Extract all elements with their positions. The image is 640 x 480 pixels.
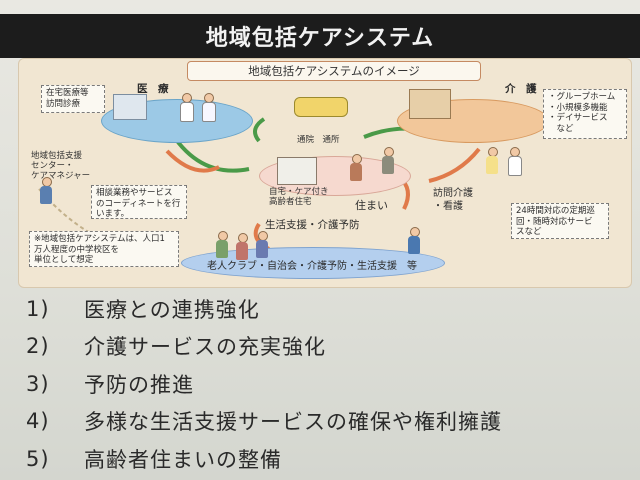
policy-item-text: 多様な生活支援サービスの確保や権利擁護 xyxy=(84,410,502,435)
policy-item-number: 4) xyxy=(26,409,50,434)
house xyxy=(277,157,317,185)
home-visit-box: 在宅医療等 訪問診療 xyxy=(41,85,105,113)
scope-note-box: ※地域包括ケアシステムは、人口1 万人程度の中学校区を 単位として想定 xyxy=(29,231,179,267)
caregiver-figure-2 xyxy=(507,147,522,176)
doctor-figure xyxy=(179,93,194,122)
housing-label: 自宅・ケア付き 高齢者住宅 xyxy=(269,187,329,207)
visit-care-label: 訪問介護 ・看護 xyxy=(433,188,473,212)
policy-item: 5) 高齢者住まいの整備 xyxy=(26,440,636,478)
caregiver-figure xyxy=(485,147,499,175)
policy-item: 2) 介護サービスの充実強化 xyxy=(26,328,636,366)
commute-label: 通院 通所 xyxy=(297,135,340,145)
care-manager-figure xyxy=(39,177,53,205)
policy-list: 1) 医療との連携強化 2) 介護サービスの充実強化 3) 予防の推進 4) 多… xyxy=(26,290,636,478)
care-label: 介 護 xyxy=(505,83,537,95)
policy-item-text: 医療との連携強化 xyxy=(84,297,260,322)
group-home-box: ・グループホーム ・小規模多機能 ・デイサービス など xyxy=(543,89,627,139)
car-icon xyxy=(294,97,348,117)
policy-item: 4) 多様な生活支援サービスの確保や権利擁護 xyxy=(26,403,636,441)
support-center-label: 地域包括支援 センター・ ケアマネジャー xyxy=(31,151,91,181)
support-24h-box: 24時間対応の定期巡 回・随時対応サービ スなど xyxy=(511,203,609,239)
slide-title-bar: 地域包括ケアシステム xyxy=(0,14,640,58)
volunteer-figure xyxy=(215,231,229,259)
elderly-figure xyxy=(349,154,363,182)
policy-item-number: 3) xyxy=(26,371,50,396)
elderly-figure-2 xyxy=(381,147,395,175)
policy-item-number: 2) xyxy=(26,334,50,359)
hospital-building xyxy=(113,94,147,120)
policy-item: 3) 予防の推進 xyxy=(26,365,636,403)
home-label: 住まい xyxy=(355,199,388,212)
policy-item-number: 5) xyxy=(26,446,50,471)
volunteer-figure-2 xyxy=(235,233,249,261)
family-figure xyxy=(407,227,421,255)
slide-title: 地域包括ケアシステム xyxy=(205,26,435,51)
policy-item-text: 高齢者住まいの整備 xyxy=(84,447,282,472)
volunteer-figure-3 xyxy=(255,231,269,259)
policy-item-text: 介護サービスの充実強化 xyxy=(84,335,326,360)
medical-label: 医 療 xyxy=(137,83,169,95)
policy-item: 1) 医療との連携強化 xyxy=(26,290,636,328)
diagram-subtitle: 地域包括ケアシステムのイメージ xyxy=(187,61,481,81)
nurse-figure xyxy=(201,93,216,122)
care-system-diagram: 地域包括ケアシステムのイメージ 医 療 介 護 在宅医療等 訪問診療 地域包括支… xyxy=(18,58,632,288)
policy-item-text: 予防の推進 xyxy=(84,372,194,397)
care-facility-building xyxy=(409,89,451,119)
community-label: 老人クラブ・自治会・介護予防・生活支援 等 xyxy=(207,261,417,272)
consult-box: 相談業務やサービス のコーディネートを行 います。 xyxy=(91,185,187,219)
policy-item-number: 1) xyxy=(26,296,50,321)
life-support-label: 生活支援・介護予防 xyxy=(265,219,360,231)
